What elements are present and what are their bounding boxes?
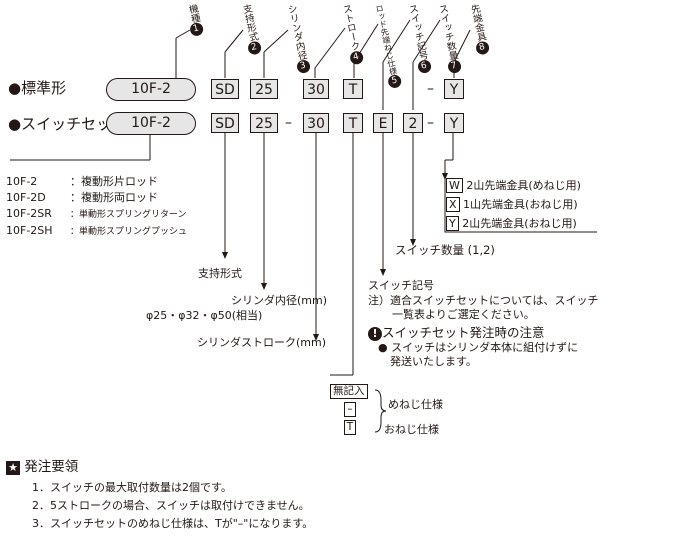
- stroke-code-switch: 30: [303, 113, 329, 133]
- end-fitting-item: X 1山先端金具(おねじ用): [446, 195, 581, 214]
- model-item: 10F-2SH：単動形スプリングプッシュ: [6, 224, 188, 237]
- model-item: 10F-2D：複動形両ロッド: [6, 191, 158, 204]
- bore-values: φ25・φ32・φ50(相当): [146, 309, 263, 322]
- stroke-code-standard: 30: [303, 79, 329, 99]
- support-code-standard: SD: [211, 79, 239, 99]
- bore-code-standard: 25: [250, 79, 278, 99]
- order-title: ★ 発注要領: [6, 455, 78, 475]
- dash-switch-2: –: [427, 115, 434, 131]
- dash-switch-1: –: [285, 115, 292, 131]
- model-item: 10F-2：複動形片ロッド: [6, 175, 158, 188]
- end-code-standard: Y: [444, 79, 464, 99]
- order-note: 1．スイッチの最大取付数量は2個です。: [32, 481, 232, 494]
- end-fitting-list: W 2山先端金具(めねじ用) X 1山先端金具(おねじ用) Y 2山先端金具(お…: [446, 176, 581, 233]
- stroke-label: シリンダストローク(mm): [197, 336, 327, 349]
- bore-label: シリンダ内径(mm): [231, 294, 328, 307]
- model-code-switch: 10F-2: [106, 112, 196, 135]
- switch-symbol-label: スイッチ記号: [368, 279, 434, 292]
- thread-male-label: おねじ仕様: [384, 423, 439, 436]
- support-label: 支持形式: [198, 267, 242, 280]
- order-note: 2．5ストロークの場合、スイッチは取付けできません。: [32, 499, 310, 512]
- model-list: 10F-2：複動形片ロッド 10F-2D：複動形両ロッド 10F-2SR：単動形…: [6, 174, 187, 240]
- thread-t-code: T: [344, 420, 356, 435]
- row-switch-label: ●スイッチセット: [8, 115, 127, 133]
- qty-code-switch: 2: [403, 113, 423, 133]
- thread-female-label: めねじ仕様: [388, 398, 443, 411]
- order-note: 3．スイッチセットのめねじ仕様は、Tが"–"になります。: [32, 517, 314, 530]
- row-standard-label: ●標準形: [8, 79, 67, 97]
- bore-code-switch: 25: [250, 113, 278, 133]
- end-code-switch: Y: [444, 113, 464, 133]
- caution-line1: ● スイッチはシリンダ本体に組付けずに: [378, 341, 579, 354]
- caution-title: !スイッチセット発注時の注意: [368, 322, 545, 341]
- rod-code-switch: T: [343, 113, 363, 133]
- end-fitting-item: W 2山先端金具(めねじ用): [446, 176, 581, 195]
- thread-none-code: 無記入: [330, 384, 368, 399]
- switch-note-line1: 注）適合スイッチセットについては、スイッチ: [368, 294, 599, 307]
- switch-code-switch: E: [373, 113, 393, 133]
- support-code-switch: SD: [211, 113, 239, 133]
- switch-note-line2: 一覧表よりご選定ください。: [392, 308, 535, 321]
- thread-dash-code: –: [344, 402, 356, 417]
- rod-code-standard: T: [343, 79, 363, 99]
- warning-icon: !: [368, 327, 382, 341]
- order-notes: 1．スイッチの最大取付数量は2個です。 2．5ストロークの場合、スイッチは取付け…: [32, 479, 313, 533]
- caution-line2: 発送いたします。: [390, 355, 477, 368]
- model-code-standard: 10F-2: [106, 78, 196, 101]
- star-icon: ★: [6, 461, 20, 475]
- end-fitting-item: Y 2山先端金具(おねじ用): [446, 214, 581, 233]
- model-item: 10F-2SR：単動形スプリングリターン: [6, 207, 187, 220]
- switch-qty-label: スイッチ数量 (1,2): [395, 243, 495, 257]
- dash-standard: –: [427, 81, 434, 97]
